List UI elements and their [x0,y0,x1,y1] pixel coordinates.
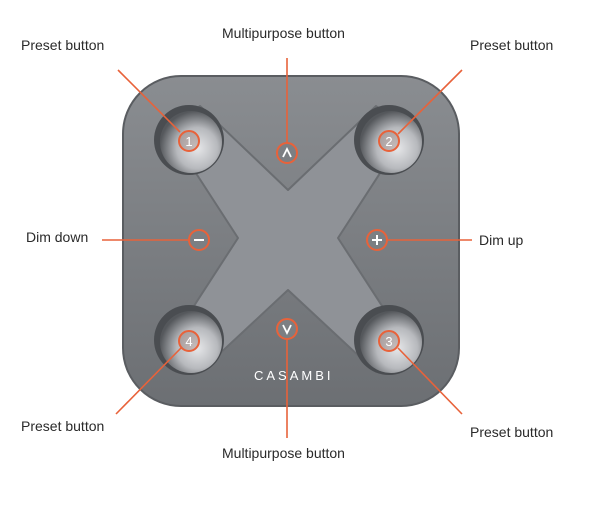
svg-text:1: 1 [185,134,192,149]
label-dim-up: Dim up [479,232,524,248]
multipurpose-up-button[interactable] [276,142,298,164]
marker-preset-2: 2 [378,130,400,152]
caret-down-icon [282,324,292,336]
label-preset-top-left: Preset button [21,37,105,53]
leader-lines [102,58,472,438]
brand-logo-text: CASAMBI [254,368,334,383]
marker-preset-1: 1 [178,130,200,152]
label-preset-bottom-left: Preset button [21,418,105,434]
svg-text:4: 4 [185,334,192,349]
caret-up-icon [282,146,292,158]
label-multipurpose-top: Multipurpose button [222,25,345,41]
marker-preset-3: 3 [378,330,400,352]
dim-down-button[interactable] [188,229,210,251]
leader-line-bottom-left [115,347,182,415]
label-preset-bottom-right: Preset button [470,424,554,440]
marker-preset-4: 4 [178,330,200,352]
leader-line-bottom-right [397,347,463,415]
label-dim-down: Dim down [26,229,89,245]
label-multipurpose-bottom: Multipurpose button [222,445,345,461]
svg-text:3: 3 [385,334,392,349]
label-preset-top-right: Preset button [470,37,554,53]
dim-up-button[interactable] [366,229,388,251]
plus-icon [372,235,382,245]
multipurpose-down-button[interactable] [276,318,298,340]
svg-text:2: 2 [385,134,392,149]
leader-line-top-left [117,69,181,133]
leader-line-top-right [397,69,463,135]
